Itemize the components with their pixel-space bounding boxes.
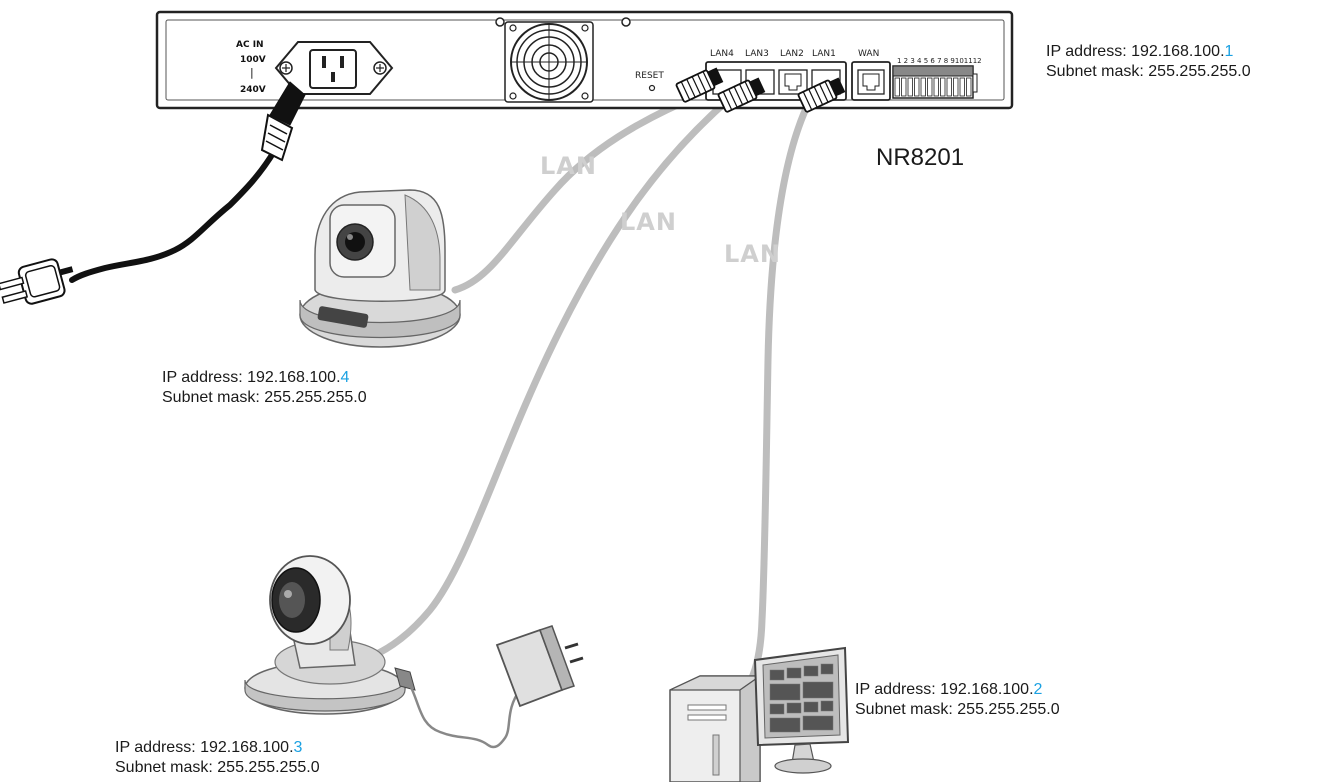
terminal-pin — [920, 77, 926, 97]
power-connector-icon — [260, 81, 306, 162]
terminal-numbers: 1 2 3 4 5 6 7 8 9101112 — [897, 57, 982, 65]
rj45-plug-lan1-icon — [797, 77, 846, 113]
camera-bottom-ip-info: IP address: 192.168.100.3 Subnet mask: 2… — [115, 738, 320, 778]
lan-label-2: LAN — [620, 208, 677, 236]
reset-button[interactable] — [648, 84, 656, 92]
power-inlet-icon — [274, 41, 394, 95]
pc-ip-line: IP address: 192.168.100.2 — [855, 680, 1060, 700]
camera-top-ip-text: IP address: 192.168.100. — [162, 369, 341, 386]
pc-subnet-line: Subnet mask: 255.255.255.0 — [855, 701, 1060, 718]
camera-top-ip-suffix: 4 — [340, 369, 350, 386]
power-plug-icon — [0, 258, 74, 305]
device-model-label: NR8201 — [876, 144, 965, 171]
lan-cable-camera-top — [451, 91, 704, 294]
ptz-camera-top-icon — [299, 189, 461, 348]
camera-top-subnet-line: Subnet mask: 255.255.255.0 — [162, 389, 367, 406]
pc-ip-info: IP address: 192.168.100.2 Subnet mask: 2… — [855, 680, 1060, 720]
terminal-pin — [966, 77, 972, 97]
camera-bottom-ip-text: IP address: 192.168.100. — [115, 739, 294, 756]
reset-label: RESET — [635, 71, 664, 81]
lan2-port[interactable] — [778, 69, 808, 95]
pc-ip-suffix: 2 — [1033, 681, 1043, 698]
monitor-icon — [753, 646, 850, 774]
port-label-wan: WAN — [858, 49, 879, 59]
fan-icon — [504, 21, 594, 103]
terminal-block-icon — [892, 65, 978, 99]
camera-bottom-ip-line: IP address: 192.168.100.3 — [115, 738, 320, 758]
pc-tower-icon — [669, 674, 762, 782]
port-label-lan4: LAN4 — [710, 49, 734, 59]
nr8201-back-panel: AC IN 100V | 240V — [155, 10, 1014, 162]
terminal-pin — [953, 77, 959, 97]
lan-label-3: LAN — [724, 240, 781, 268]
terminal-pin — [894, 77, 900, 97]
wan-port[interactable] — [851, 61, 891, 101]
device-subnet-line: Subnet mask: 255.255.255.0 — [1046, 63, 1251, 80]
device-ip-line: IP address: 192.168.100.1 — [1046, 42, 1251, 62]
terminal-pin — [901, 77, 907, 97]
terminal-pin — [946, 77, 952, 97]
camera-bottom-subnet-line: Subnet mask: 255.255.255.0 — [115, 759, 320, 776]
port-label-lan2: LAN2 — [780, 49, 804, 59]
device-ip-suffix: 1 — [1224, 43, 1234, 60]
rj45-plug-lan4-icon — [675, 67, 724, 103]
power-adapter-icon — [408, 625, 584, 749]
lan-cable-pc — [708, 96, 814, 722]
camera-top-ip-line: IP address: 192.168.100.4 — [162, 368, 367, 388]
rj45-plug-lan3-icon — [717, 77, 766, 113]
voltage-separator: | — [250, 66, 254, 79]
device-ip-info: IP address: 192.168.100.1 Subnet mask: 2… — [1046, 42, 1251, 82]
terminal-pin — [927, 77, 933, 97]
voltage-low-label: 240V — [240, 85, 266, 95]
ptz-camera-bottom-icon — [244, 555, 416, 715]
lan-label-1: LAN — [540, 152, 597, 180]
terminal-pin — [959, 77, 965, 97]
terminal-pin — [907, 77, 913, 97]
voltage-high-label: 100V — [240, 55, 266, 65]
lan-cable-camera-bottom — [356, 96, 732, 664]
port-label-lan1: LAN1 — [812, 49, 836, 59]
port-label-lan3: LAN3 — [745, 49, 769, 59]
device-ip-text: IP address: 192.168.100. — [1046, 43, 1225, 60]
terminal-pin — [933, 77, 939, 97]
ac-in-label: AC IN — [236, 40, 264, 50]
camera-top-ip-info: IP address: 192.168.100.4 Subnet mask: 2… — [162, 368, 367, 408]
terminal-pin — [914, 77, 920, 97]
pc-ip-text: IP address: 192.168.100. — [855, 681, 1034, 698]
terminal-pin — [940, 77, 946, 97]
power-cord — [0, 147, 278, 305]
lan-cables — [356, 91, 814, 722]
camera-bottom-ip-suffix: 3 — [293, 739, 303, 756]
